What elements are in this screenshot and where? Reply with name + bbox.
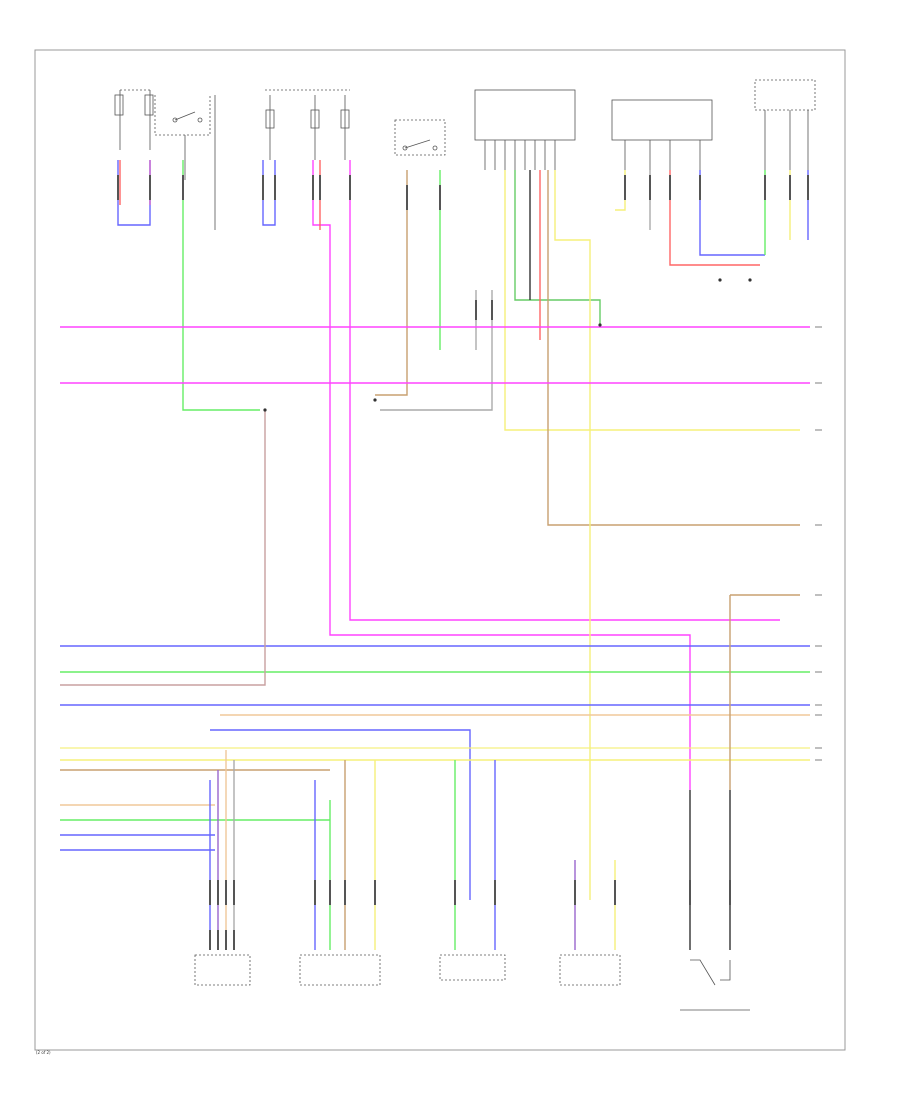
right-terminals [815, 326, 822, 761]
sensor-center-bottom [299, 954, 381, 986]
splice-points [263, 278, 752, 412]
sensor-left-bottom [194, 954, 251, 986]
connector-module-top [474, 89, 576, 170]
bottom-vertical-wires [209, 750, 731, 950]
top-vertical-wires [117, 160, 809, 900]
module-right-top [611, 99, 713, 170]
connector-stubs [117, 175, 809, 320]
component-far-right [754, 79, 816, 170]
fuse-box-left [114, 89, 154, 150]
switch-bottom-center [439, 954, 506, 981]
footer-caption: (2 of 2) [36, 1050, 51, 1055]
diagram-frame [34, 49, 846, 1051]
module-bottom-right [559, 954, 621, 986]
switch-center [394, 119, 446, 156]
fuse-box-center [265, 89, 350, 160]
bottom-connector-stubs [209, 880, 731, 950]
bus-wires [60, 326, 810, 900]
switch-bottom-right [680, 959, 750, 1011]
relay-symbol [154, 95, 216, 230]
